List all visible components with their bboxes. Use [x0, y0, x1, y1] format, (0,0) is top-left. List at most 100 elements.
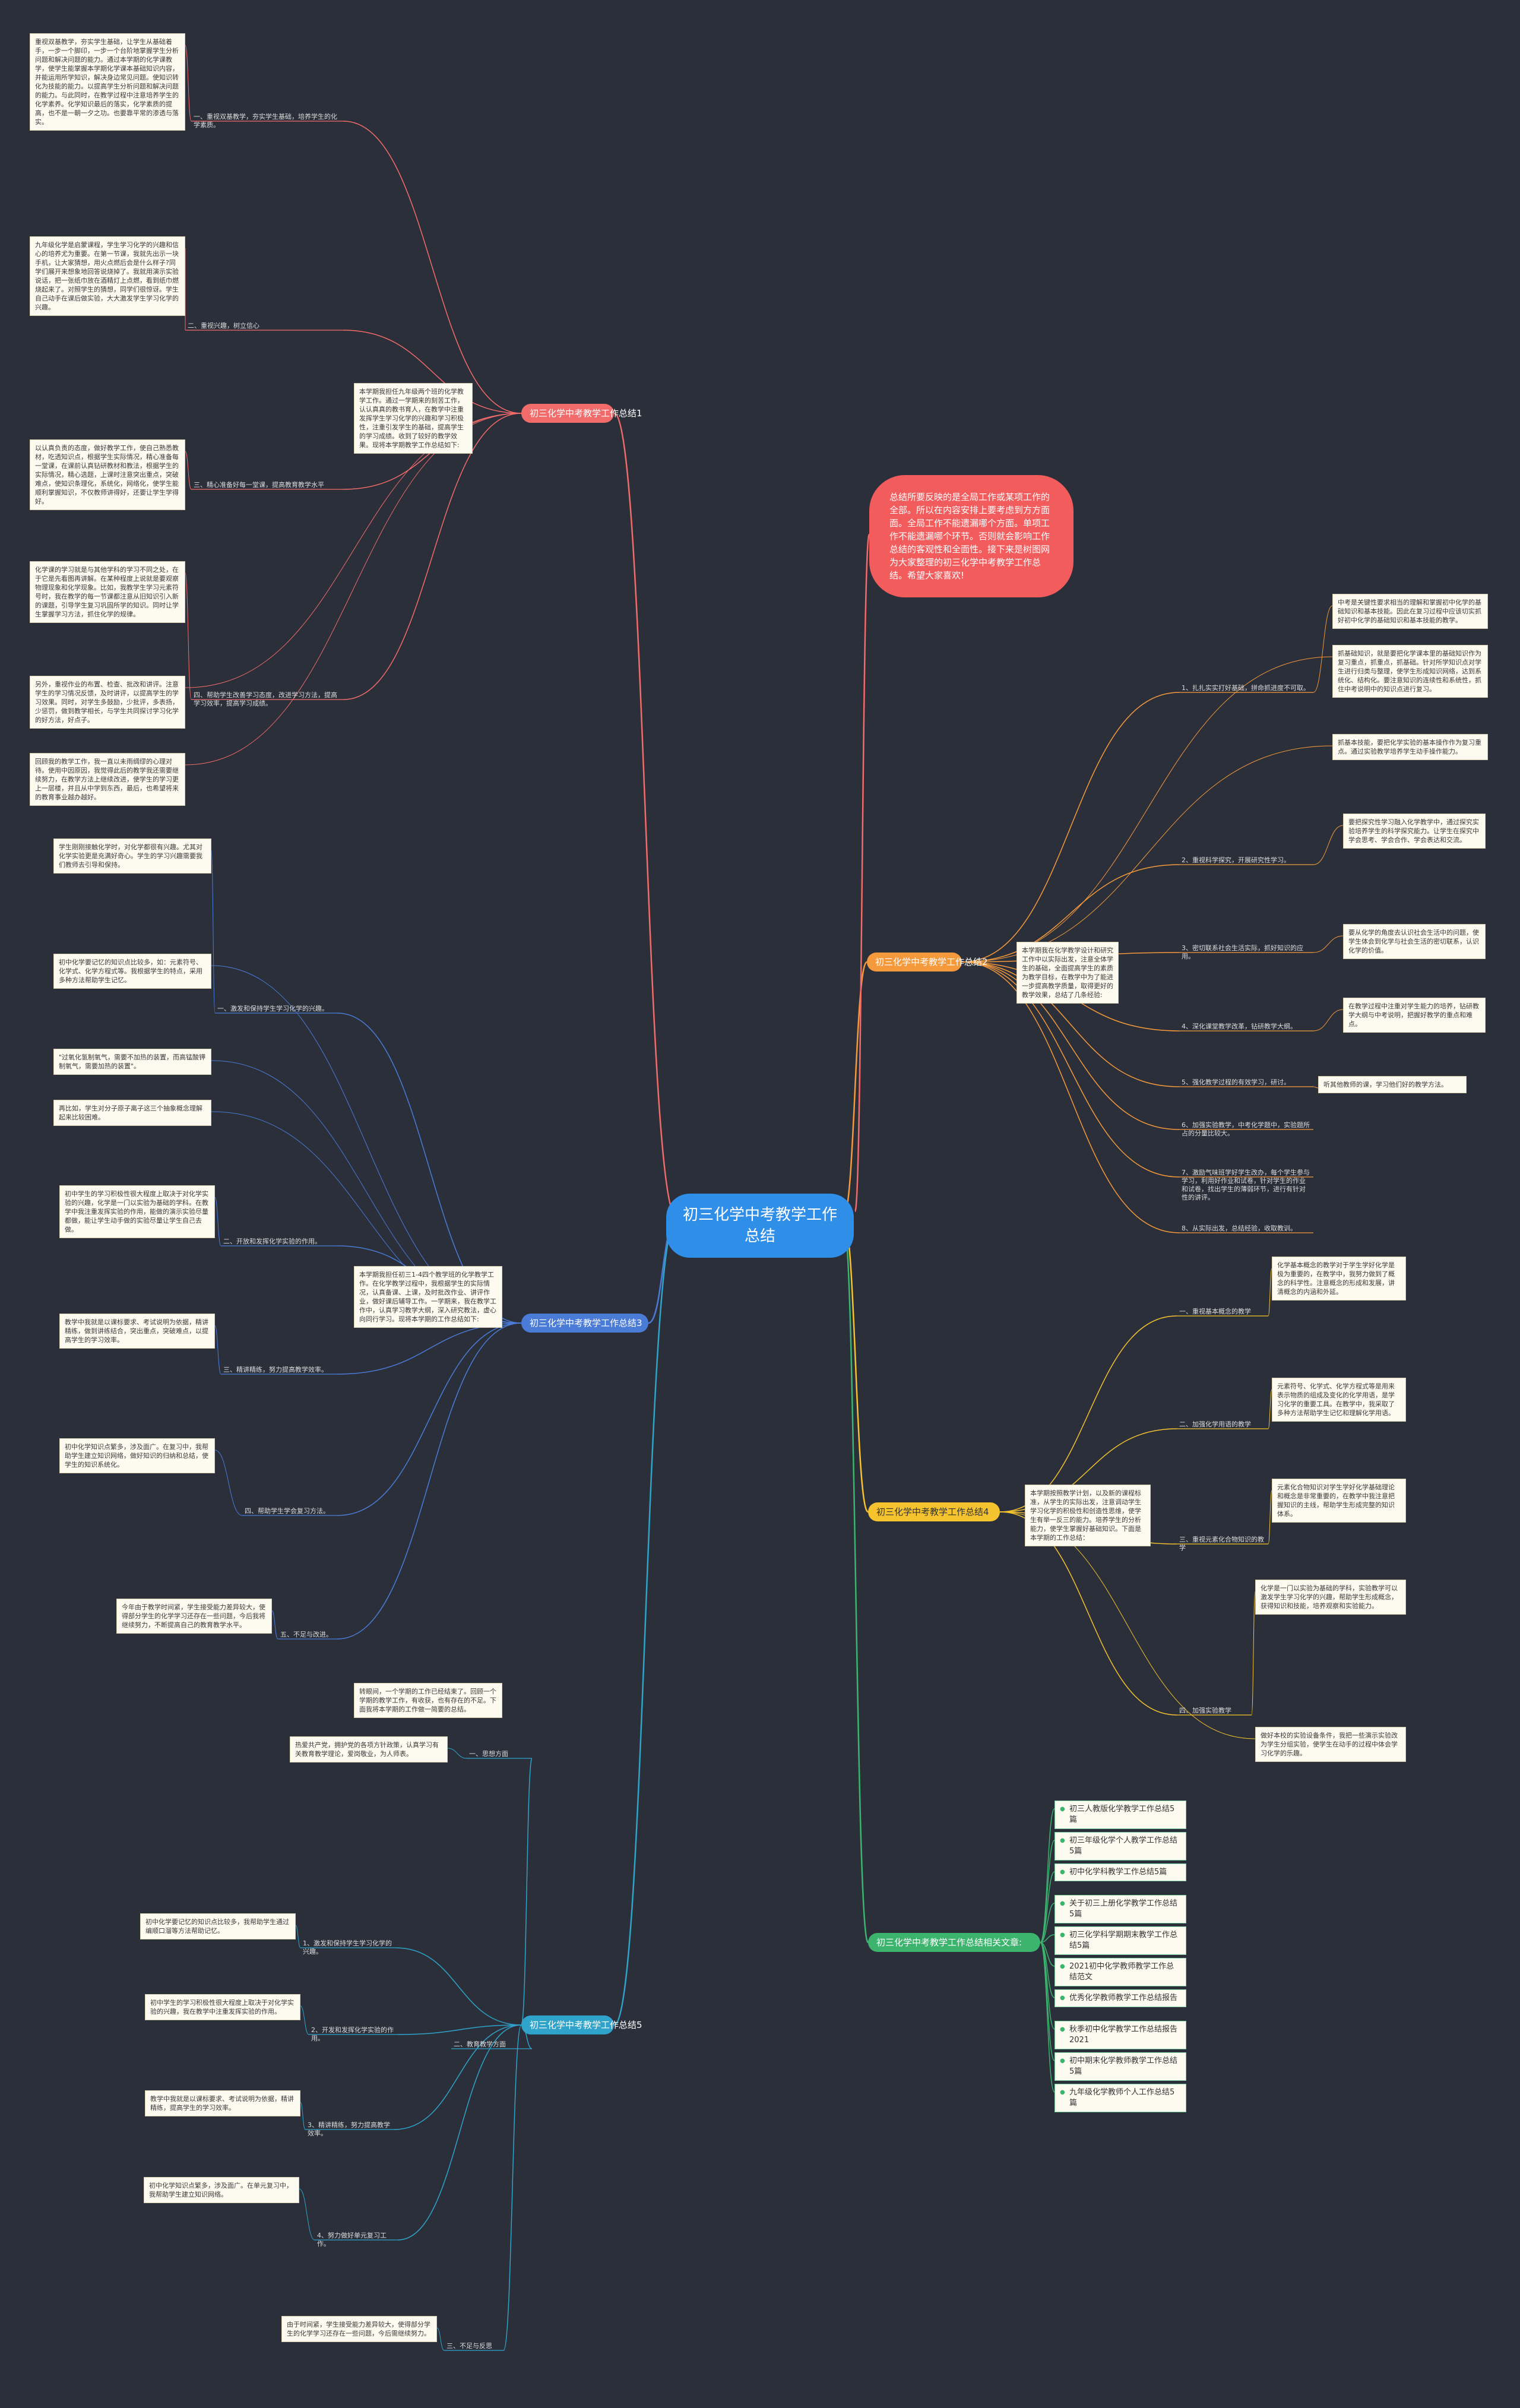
connector-line [961, 745, 1333, 963]
branch-item-detail: 做好本校的实验设备条件，我把一些演示实验改为学生分组实验，使学生在动手的过程中体… [1255, 1727, 1406, 1762]
connector-line [185, 413, 522, 688]
branch-item-label[interactable]: 2、重视科学探究，开展研究性学习。 [1182, 856, 1290, 864]
branch-item-label[interactable]: 3、密切联系社会生活实际，抓好知识的应用。 [1182, 944, 1303, 960]
connector-line [343, 413, 522, 700]
branch-item-label[interactable]: 3、精讲精练，努力提高教学效率。 [308, 2121, 390, 2137]
branch-item-detail: "过氧化氢制氧气，需要不加热的装置，而高锰酸钾制氧气，需要加热的装置"。 [53, 1049, 211, 1075]
related-link[interactable]: 秋季初中化学教学工作总结报告2021 [1054, 2021, 1186, 2049]
connector-line [299, 2188, 315, 2241]
connector-line [337, 1322, 522, 1516]
related-link[interactable]: 初三人教版化学教学工作总结5篇 [1054, 1801, 1186, 1829]
connector-line [185, 572, 192, 700]
connector-line [1040, 1942, 1055, 2093]
connector-line [300, 2102, 306, 2130]
branch-topic-5[interactable]: 初三化学中考教学工作总结5 [521, 2015, 642, 2034]
branch-item-label[interactable]: 一、重视双基教学，夯实学生基础，培养学生的化学素质。 [194, 113, 337, 129]
branch-item-detail: 初中化学知识点繁多，涉及面广。在单元复习中，我帮助学生建立知识网络。 [144, 2177, 299, 2203]
branch-item-label[interactable]: 1、扎扎实实打好基础，拼命抓进度不可取。 [1182, 684, 1310, 692]
branch-topic-3[interactable]: 初三化学中考教学工作总结3 [521, 1314, 648, 1333]
connector-line [1268, 1490, 1272, 1545]
branch-topic-4[interactable]: 初三化学中考教学工作总结4 [868, 1502, 1000, 1521]
related-link[interactable]: 关于初三上册化学教学工作总结5篇 [1054, 1895, 1186, 1923]
branch-item-label[interactable]: 5、强化教学过程的有效学习，研讨。 [1182, 1078, 1290, 1086]
branch-item-label[interactable]: 四、帮助学生改善学习态度，改进学习方法，提高学习效率，提高学习成绩。 [194, 691, 337, 707]
branch-topic-6[interactable]: 初三化学中考教学工作总结相关文章: [868, 1933, 1040, 1952]
branch-item-label[interactable]: 6、加强实验教学，中考化学题中，实验题所占的分量比较大。 [1182, 1121, 1310, 1137]
summary-callout: 总结所要反映的是全局工作或某项工作的全部。所以在内容安排上要考虑到方方面面。全局… [869, 475, 1074, 597]
connector-line [447, 1748, 467, 1759]
branch-item-detail: 化学课的学习就是与其他学科的学习不同之处，在于它是先看图再讲解。在某种程度上说就… [30, 561, 185, 623]
connector-line [211, 850, 216, 1014]
branch-item-label[interactable]: 三、精讲精练，努力提高教学效率。 [223, 1366, 328, 1374]
branch-item-detail: 另外，重视作业的布置、检查、批改和讲评。注意学生的学习情况反馈，及时讲评，以提高… [30, 676, 185, 729]
branch-item-label[interactable]: 8、从实际出发，总结经验，收取教训。 [1182, 1224, 1297, 1232]
branch-item-label[interactable]: 7、激励气味班学好学生改办，每个学生参与学习，利用好作业和试卷，针对学生的作业和… [1182, 1169, 1310, 1201]
branch-item-detail: 初中学生的学习积极性很大程度上取决于对化学实验的兴趣，化学是一门以实验为基础的学… [59, 1185, 215, 1238]
connector-line [337, 1322, 522, 1640]
branch-item-label[interactable]: 一、激发和保持学生学习化学的兴趣。 [217, 1005, 328, 1012]
branch-item-detail: 教学中我就是以课标要求、考试说明为依据，精讲精练，做到讲练结合，突出重点，突破难… [59, 1314, 215, 1349]
branch-item-detail: 抓基础知识，就是要把化学课本里的基础知识作为复习重点，抓重点，抓基础。针对所学知… [1332, 645, 1488, 698]
branch-topic-1[interactable]: 初三化学中考教学工作总结1 [521, 404, 642, 423]
connector-line [961, 692, 1180, 963]
connector-line [185, 413, 522, 765]
branch-item-label[interactable]: 1、激发和保持学生学习化学的兴趣。 [303, 1939, 392, 1955]
connector-line [1040, 1942, 1055, 2061]
connector-line [1313, 605, 1333, 693]
connector-line [521, 1758, 533, 2026]
connector-line [1313, 1086, 1319, 1088]
branch-item-label[interactable]: 一、重视基本概念的教学 [1179, 1308, 1251, 1315]
branch-item-label[interactable]: 2、开发和发挥化学实验的作用。 [311, 2026, 394, 2042]
branch-item-detail: 元素化合物知识对学生学好化学基础理论和概念是非常重要的，在教学中我注意把握知识的… [1272, 1479, 1406, 1523]
related-link[interactable]: 九年级化学教师个人工作总结5篇 [1054, 2084, 1186, 2112]
related-link[interactable]: 优秀化学教师教学工作总结报告 [1054, 1989, 1186, 2007]
connector-line [961, 961, 1180, 1130]
branch-item-detail: 教学中我就是以课标要求、考试说明为依据，精讲精练，提高学生的学习效率。 [145, 2090, 300, 2116]
branch-topic-2[interactable]: 初三化学中考教学工作总结2 [867, 953, 988, 972]
branch-intro: 本学期我在化学教学设计和研究工作中以实际出发，注意全体学生的基础，全面提高学生的… [1016, 942, 1119, 1004]
branch-item-label[interactable]: 4、努力做好单元复习工作。 [317, 2232, 387, 2248]
root-topic[interactable]: 初三化学中考教学工作总结 [666, 1194, 854, 1258]
branch-item-detail: 在教学过程中注重对学生能力的培养，钻研教学大纲与中考说明，把握好教学的重点和难点… [1343, 998, 1486, 1033]
branch-item-label[interactable]: 二、重视兴趣，树立信心 [188, 322, 259, 330]
branch-intro: 本学期按照教学计划，以及新的课程标准，从学生的实际出发，注意调动学生学习化学的积… [1025, 1485, 1151, 1546]
branch-item-label[interactable]: 五、不足与改进。 [280, 1631, 332, 1638]
connector-line [961, 961, 1180, 1087]
connector-line [613, 412, 677, 1219]
branch-item-detail: 初中化学要记忆的知识点比较多，我帮助学生通过编顺口溜等方法帮助记忆。 [140, 1913, 296, 1939]
branch-intro: 本学期我担任初三1-4四个教学班的化学教学工作。在化学教学过程中，我根据学生的实… [354, 1266, 502, 1328]
connector-line [961, 961, 1180, 1233]
connector-line [613, 1216, 677, 2026]
branch-item-label[interactable]: 一、思想方面 [469, 1750, 508, 1758]
branch-item-detail: 中考是关键性要求相当的理解和掌握初中化学的基础知识和基本技能。因此在复习过程中应… [1332, 594, 1488, 629]
branch-item-label[interactable]: 三、重视元素化合物知识的教学 [1179, 1536, 1264, 1552]
branch-item-label[interactable]: 三、不足与反思 [446, 2342, 492, 2350]
branch-item-label[interactable]: 四、加强实验教学 [1179, 1707, 1231, 1714]
connector-line [999, 1315, 1177, 1512]
connector-line [214, 1450, 243, 1516]
connector-line [1040, 1871, 1055, 1943]
connector-line [1040, 1934, 1055, 1943]
related-link[interactable]: 初中化学科教学工作总结5篇 [1054, 1863, 1186, 1881]
connector-line [343, 121, 522, 414]
branch-item-detail: 学生刚刚接触化学时，对化学都很有兴趣。尤其对化学实验更是充满好奇心。学生的学习兴… [53, 838, 211, 874]
related-link[interactable]: 初三化学科学期期末教学工作总结5篇 [1054, 1926, 1186, 1955]
connector-line [1268, 1268, 1272, 1317]
branch-item-label[interactable]: 二、加强化学用语的教学 [1179, 1420, 1251, 1428]
branch-item-detail: 回顾我的教学工作，我一直以未雨绸缪的心理对待。使用中因原因，我觉得此后的教学我还… [30, 753, 185, 806]
branch-item-label[interactable]: 二、教育教学方面 [454, 2040, 506, 2048]
related-link[interactable]: 2021初中化学教师教学工作总结范文 [1054, 1958, 1186, 1986]
related-link[interactable]: 初三年级化学个人教学工作总结5篇 [1054, 1832, 1186, 1860]
connector-line [214, 1325, 221, 1375]
branch-item-label[interactable]: 二、开放和发挥化学实验的作用。 [223, 1238, 321, 1245]
connector-line [961, 656, 1333, 963]
branch-item-label[interactable]: 四、帮助学生学会复习方法。 [245, 1507, 330, 1515]
branch-item-label[interactable]: 4、深化课堂教学改革，钻研教学大纲。 [1182, 1023, 1297, 1030]
connector-line [961, 864, 1180, 963]
related-link[interactable]: 初中期末化学教师教学工作总结5篇 [1054, 2052, 1186, 2081]
branch-item-label[interactable]: 三、精心准备好每一堂课，提高教育教学水平 [194, 481, 324, 489]
connector-line [842, 1216, 869, 1944]
connector-line [395, 1947, 522, 2026]
branch-item-detail: 初中化学知识点繁多，涉及面广。在复习中，我帮助学生建立知识网络，做好知识的归纳和… [59, 1438, 215, 1473]
branch-item-detail: 九年级化学是启蒙课程，学生学习化学的兴趣和信心的培养尤为重要。在第一节课，我就先… [30, 236, 185, 316]
